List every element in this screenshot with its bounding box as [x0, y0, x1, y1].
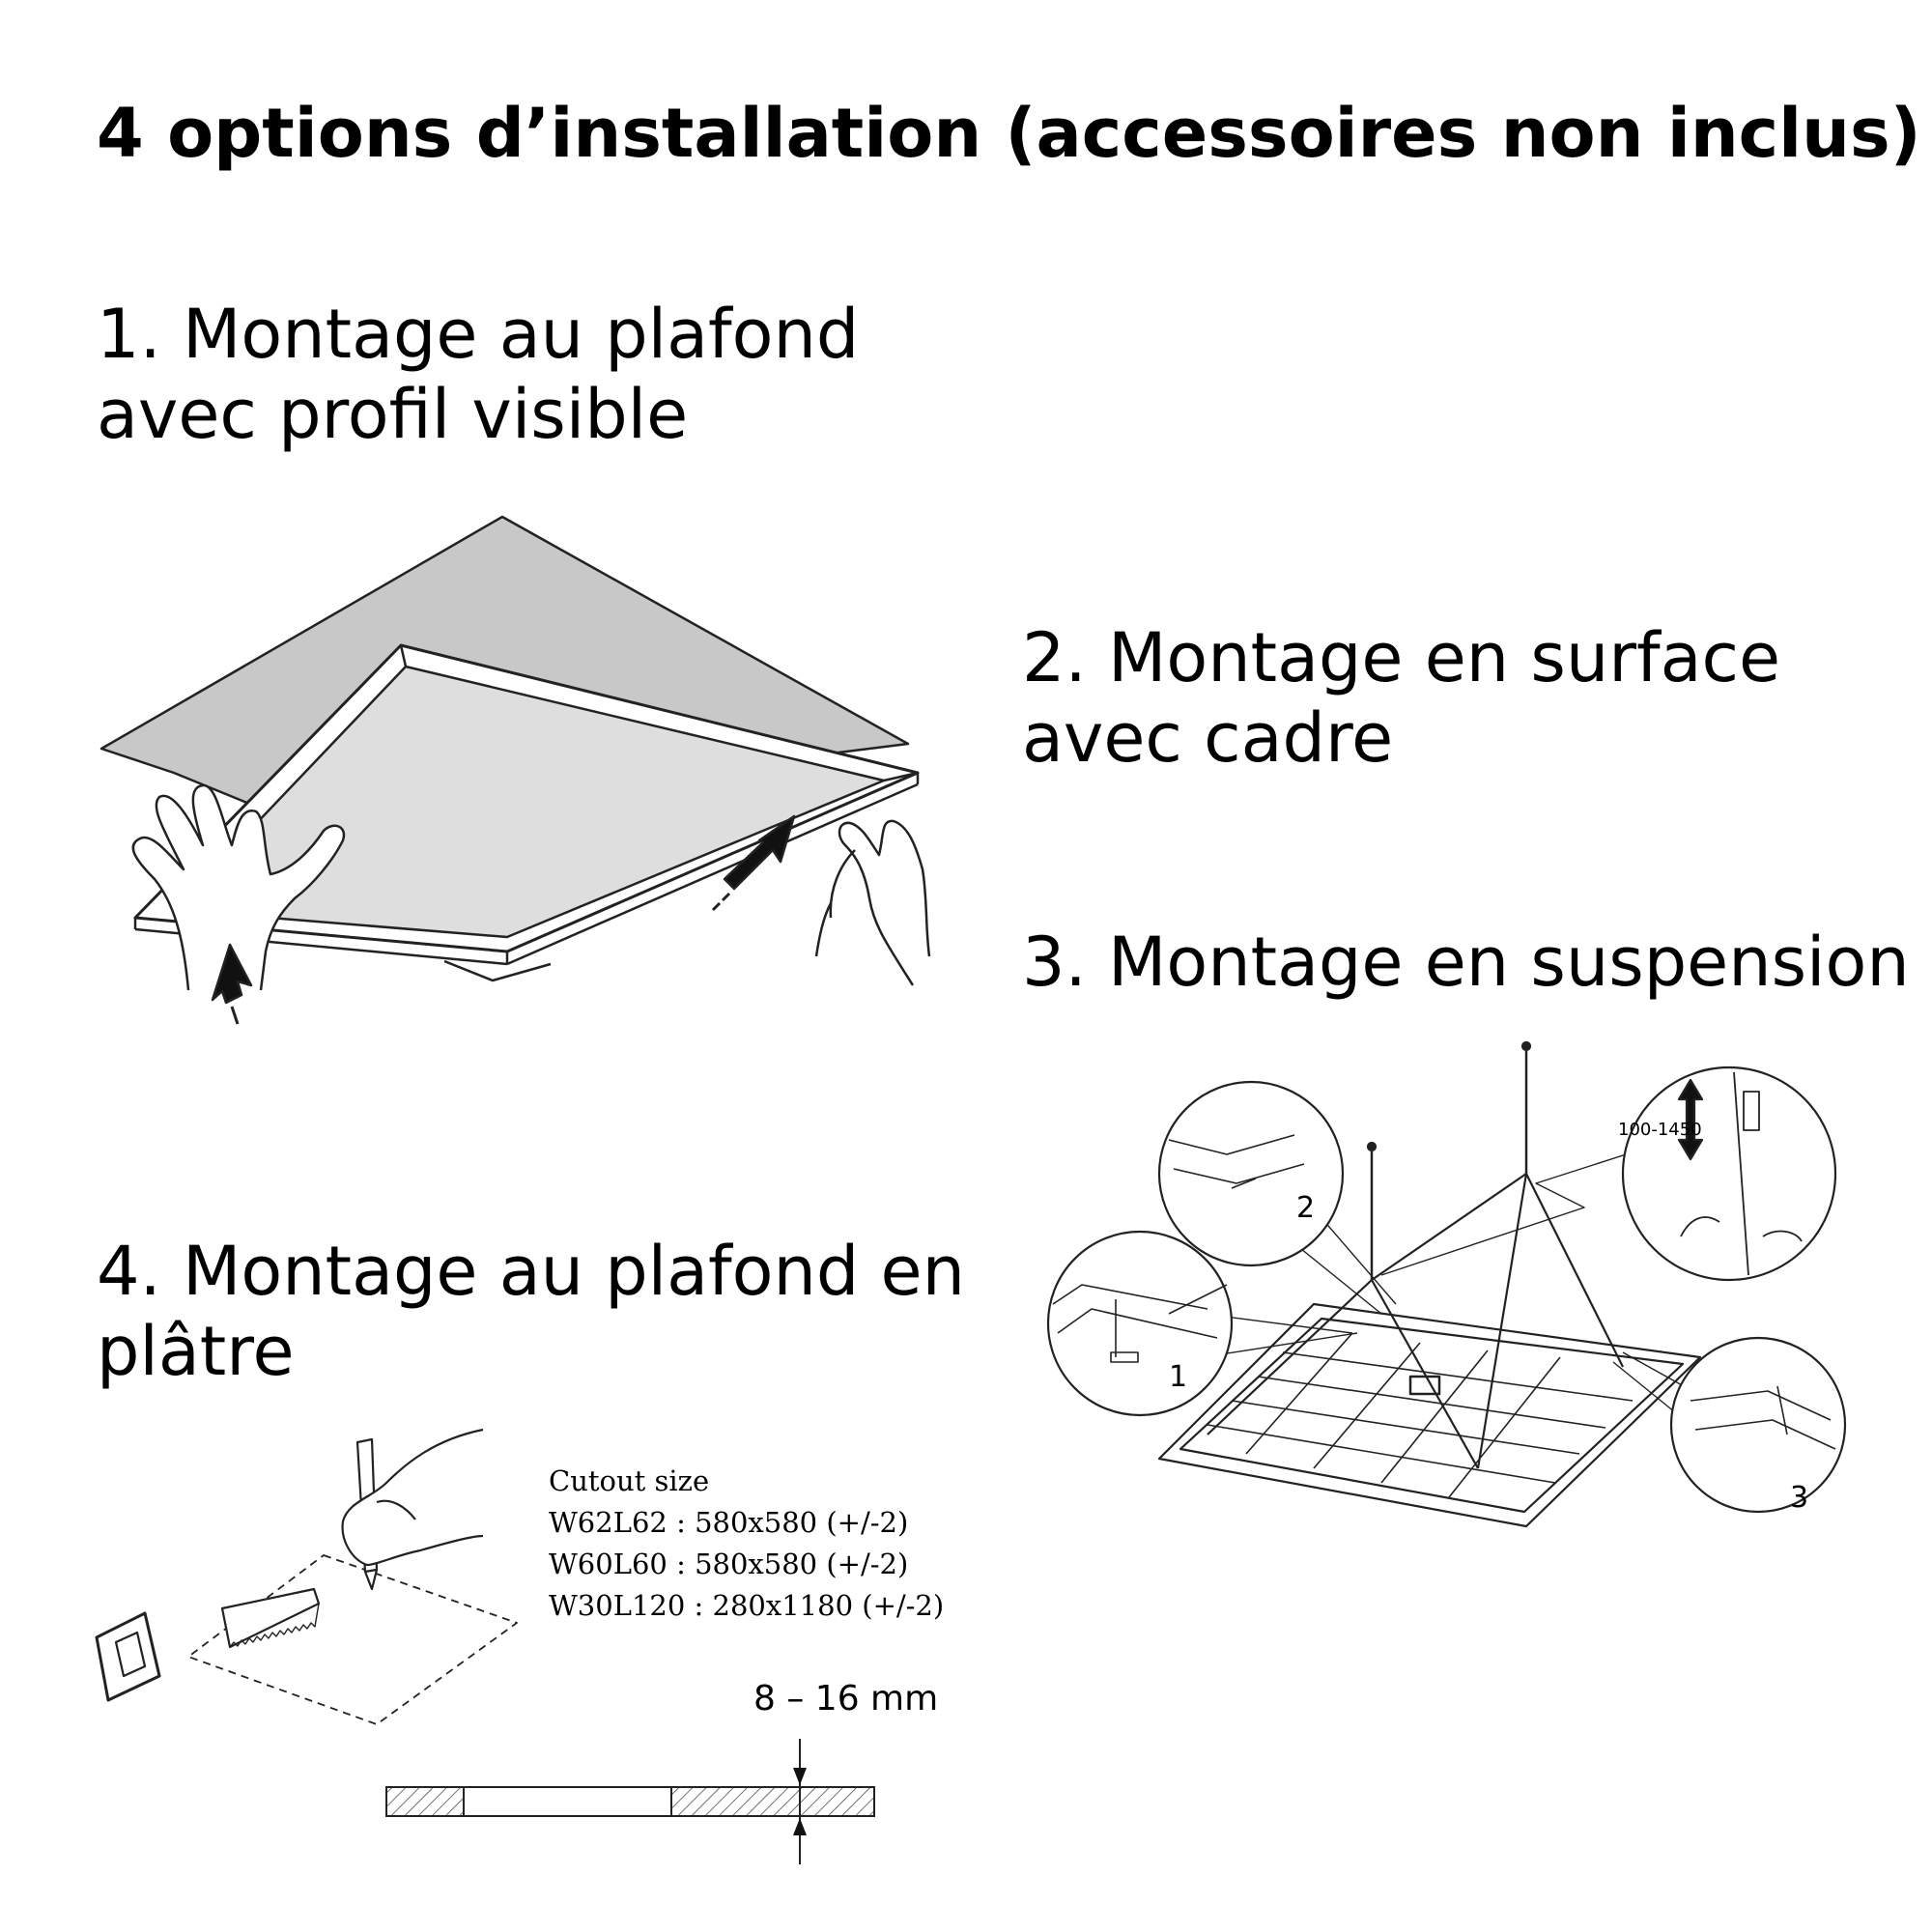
section-4-title: 4. Montage au plafond en plâtre — [97, 1232, 965, 1391]
thickness-arrow-top — [793, 1768, 807, 1785]
thickness-arrow-bottom — [793, 1818, 807, 1835]
ceiling-left-section — [385, 1786, 465, 1817]
cutout-size-row: W60L60 : 580x580 (+/-2) — [549, 1548, 909, 1580]
left-hand — [131, 783, 346, 991]
callout-label-2: 2 — [1296, 1191, 1315, 1225]
section-3-line-1: 3. Montage en suspension — [1022, 923, 1910, 1002]
ceiling-right-section — [670, 1786, 875, 1817]
section-1-line-2: avec profil visible — [97, 374, 689, 454]
cutout-size-row: W30L120 : 280x1180 (+/-2) — [549, 1589, 945, 1622]
section-2-title: 2. Montage en surface avec cadre — [1022, 618, 1780, 778]
push-arrow-left — [211, 943, 253, 1005]
section-2-line-2: avec cadre — [1022, 697, 1394, 778]
callout-circle-height — [1621, 1065, 1837, 1282]
section-1-title: 1. Montage au plafond avec profil visibl… — [97, 295, 859, 454]
callout-label-1: 1 — [1169, 1360, 1187, 1394]
callout-circle-1 — [1046, 1230, 1234, 1417]
section-4-line-1: 4. Montage au plafond en — [97, 1232, 965, 1311]
saw-icon — [95, 1587, 321, 1702]
driver-box — [1408, 1375, 1441, 1396]
callout-circle-3 — [1669, 1336, 1847, 1514]
suspension-illustration: 1 2 3 100-1450 — [1046, 1040, 1847, 1528]
cutout-size-row: W62L62 : 580x580 (+/-2) — [549, 1506, 909, 1539]
right-hand — [838, 819, 931, 986]
panel-back-grid — [1207, 1332, 1634, 1498]
visible-profile-illustration — [99, 515, 931, 1025]
height-arrow — [1677, 1078, 1704, 1161]
suspended-panel — [1157, 1302, 1702, 1528]
section-1-line-1: 1. Montage au plafond — [97, 295, 860, 374]
push-arrow-right — [723, 814, 796, 891]
section-2-line-1: 2. Montage en surface — [1022, 618, 1781, 697]
callout-circle-2 — [1157, 1080, 1345, 1267]
section-3-title: 3. Montage en suspension — [1022, 923, 1910, 1003]
drawing-hand — [341, 1428, 484, 1567]
ceiling-cross-section — [385, 1739, 875, 1864]
section-4-line-2: plâtre — [97, 1311, 295, 1391]
height-range-label: 100-1450 — [1618, 1120, 1702, 1140]
cutout-outline — [187, 1554, 518, 1725]
page-title: 4 options d’installation (accessoires no… — [97, 94, 1921, 173]
callout-label-3: 3 — [1790, 1481, 1808, 1515]
cutout-size-block: Cutout size W62L62 : 580x580 (+/-2) W60L… — [549, 1461, 944, 1627]
cutout-size-title: Cutout size — [549, 1464, 710, 1497]
ceiling-thickness-label: 8 – 16 mm — [753, 1679, 939, 1719]
plaster-cutout-illustration — [95, 1428, 518, 1725]
